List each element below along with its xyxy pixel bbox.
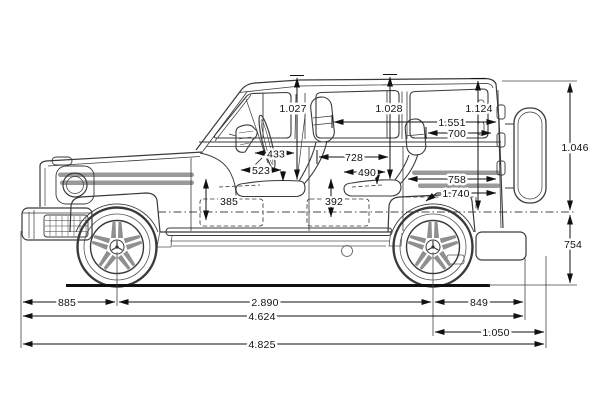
tailgate-hinge [496,104,506,120]
mirror [235,124,258,153]
running-board [165,227,393,236]
dim-label: 1.027 [279,103,306,115]
dim-label: 1.050 [482,327,509,339]
dim-headrest-to-tailgate-upper: 1.551 [331,115,497,132]
tailgate-hinge [496,160,506,176]
front-details [43,156,95,238]
dim-label: 392 [325,196,343,208]
dim-load-floor-length: 758 [407,172,497,189]
dim-front-headroom: 1.027 [277,75,309,180]
dim-cargo-headroom: 1.124 [463,78,495,211]
dim-label: 1.740 [442,188,469,200]
dim-label: 433 [267,149,285,161]
spare-wheel [513,107,547,204]
rear-details [496,104,547,204]
dim-length-without-spare: 4.624 [22,309,524,326]
rear-bumper [475,231,527,261]
dim-label: 490 [358,167,376,179]
headlight-housing [55,165,95,205]
dim-label: 849 [470,297,488,309]
dim-label: 1.046 [561,142,588,154]
dim-overall-length: 4.825 [22,337,545,354]
dim-front-overhang: 885 [22,295,116,312]
dim-rear-overhang: 849 [434,295,524,312]
dim-headrest-to-tailgate-lower: 700 [425,126,492,143]
rear-door-window [315,89,400,139]
dim-label: 4.624 [248,311,275,323]
dim-label: 754 [564,239,582,251]
windows [213,88,489,140]
turn-signal [51,156,73,166]
front-seat [199,96,335,227]
extension-lines [20,80,577,348]
dim-body-upper-height: 1.046 [559,82,591,211]
dim-label: 728 [345,152,363,164]
dim-label: 700 [448,128,466,140]
dim-label: 885 [58,297,76,309]
dim-label: 1.124 [465,103,492,115]
front-bumper [21,207,93,241]
dim-label: 1.028 [375,103,402,115]
dashboard [199,152,237,197]
ground-line [66,284,577,287]
body-outline [21,77,527,261]
tailgate-hinge [496,132,506,148]
dim-label: 4.825 [248,339,275,351]
dim-load-length-max: 1.740 [425,186,497,203]
dim-seatback-to-seatback: 728 [316,150,391,167]
dim-steering-to-seatback: 433 [254,146,295,163]
front-door-window [213,91,292,139]
dim-front-seat-height: 385 [203,178,240,221]
vehicle-drawing [21,77,577,288]
dim-wheelbase: 2.890 [118,295,432,312]
headlight [62,172,88,198]
side-molding-stripes [58,170,500,188]
dim-rear-headroom: 1.028 [373,74,405,180]
dim-label: 2.890 [251,297,278,309]
dim-label: 1.551 [438,117,465,129]
dim-label: 523 [252,165,270,177]
dim-label: 758 [448,174,466,186]
dim-label: 385 [220,196,238,208]
dim-front-seat-depth: 523 [240,163,286,182]
dim-rear-seat-depth: 490 [343,165,386,185]
dimension-annotations: 1.027 1.028 1.124 1.551 700 433 [20,74,591,354]
dim-rear-seat-height: 392 [322,178,345,218]
dim-sill-height: 754 [561,214,584,284]
underbody [156,230,465,265]
dim-rear-axle-to-end: 1.050 [434,325,545,342]
